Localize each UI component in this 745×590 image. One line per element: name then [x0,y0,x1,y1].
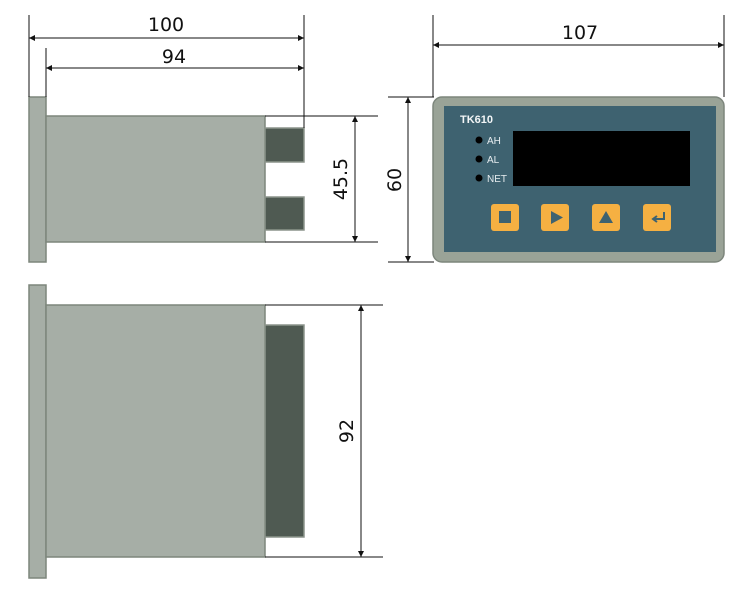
play-icon [551,211,563,224]
model-label: TK610 [460,114,493,126]
enter-icon [651,212,665,223]
top-side-view [28,96,305,263]
dimension-label: 94 [162,46,186,68]
dimension-60: 60 [384,96,434,263]
dimension-label: 45.5 [330,158,352,200]
terminal-upper [264,127,305,163]
housing [45,304,266,558]
dimension-label: 92 [336,419,358,443]
housing [45,115,266,243]
enter-button[interactable] [643,204,671,231]
dimension-94: 94 [45,46,304,97]
led-label: NET [487,174,507,185]
front-panel-view: TK610 AH AL NET [432,96,725,263]
led-label: AL [487,155,500,166]
up-button[interactable] [592,204,620,231]
dimension-107: 107 [432,15,725,97]
bottom-side-view [28,284,305,579]
dimension-45-5: 45.5 [265,115,378,243]
flange [28,96,47,263]
terminal-block [264,324,305,538]
led-ah [475,136,483,144]
right-button[interactable] [541,204,569,231]
dimension-label: 100 [148,14,184,36]
dimension-92: 92 [265,304,383,558]
dimension-label: 107 [562,22,598,44]
triangle-up-icon [599,211,613,223]
stop-button[interactable] [491,204,519,231]
led-al [475,155,483,163]
square-icon [499,211,511,223]
display [513,131,690,186]
terminal-lower [264,196,305,231]
dimension-label: 60 [384,168,406,192]
flange [28,284,47,579]
led-net [475,174,483,182]
led-label: AH [487,136,501,147]
dimension-100: 100 [28,14,305,128]
